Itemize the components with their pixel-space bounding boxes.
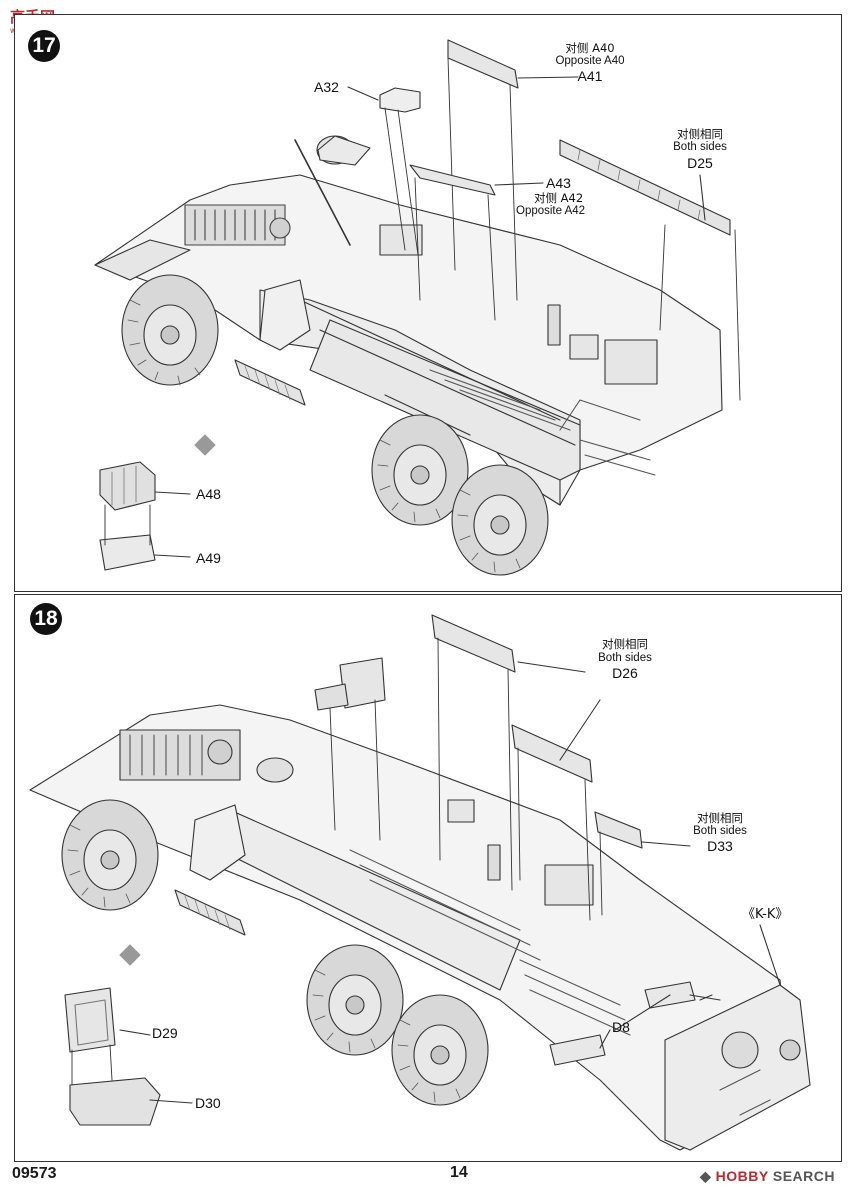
label-a49: A49 xyxy=(196,550,221,566)
label-d26-en: Both sides xyxy=(598,652,652,664)
step-18-number: 18 xyxy=(30,603,62,635)
label-a42-cn: 对侧 A42 xyxy=(534,191,584,205)
step-17-number: 17 xyxy=(28,30,60,62)
label-a41: A41 xyxy=(577,68,603,84)
label-d29: D29 xyxy=(152,1025,178,1041)
label-a40-cn: 对侧 A40 xyxy=(565,41,615,55)
logo-text: SEARCH xyxy=(772,1168,835,1184)
hobby-search-logo: ◆ HOBBY SEARCH xyxy=(700,1168,835,1185)
label-d25-en: Both sides xyxy=(673,141,727,153)
label-d25-cn: 对侧相同 xyxy=(677,127,723,141)
label-k-k-view: 《K-K》 xyxy=(742,907,789,922)
label-d26-cn: 对侧相同 xyxy=(602,637,648,651)
label-a32: A32 xyxy=(314,79,339,95)
label-a40-en: Opposite A40 xyxy=(555,55,625,67)
label-a48: A48 xyxy=(196,486,221,502)
hobby-search-logo-icon: ◆ xyxy=(700,1168,712,1184)
product-code: 09573 xyxy=(12,1165,57,1182)
label-d8: D8 xyxy=(612,1019,630,1035)
logo-mark-text: HOBBY xyxy=(715,1168,769,1184)
label-d30: D30 xyxy=(195,1095,221,1111)
label-d33-en: Both sides xyxy=(693,825,747,837)
label-d25: D25 xyxy=(687,155,713,171)
page-number: 14 xyxy=(450,1164,468,1181)
step-17-vehicle-illustration xyxy=(94,39,741,576)
label-d33: D33 xyxy=(707,838,733,854)
label-d26: D26 xyxy=(612,665,638,681)
label-d33-cn: 对侧相同 xyxy=(697,811,743,825)
step-18-vehicle-illustration xyxy=(29,614,811,1151)
label-a43: A43 xyxy=(546,175,571,191)
label-a42-en: Opposite A42 xyxy=(516,205,586,217)
